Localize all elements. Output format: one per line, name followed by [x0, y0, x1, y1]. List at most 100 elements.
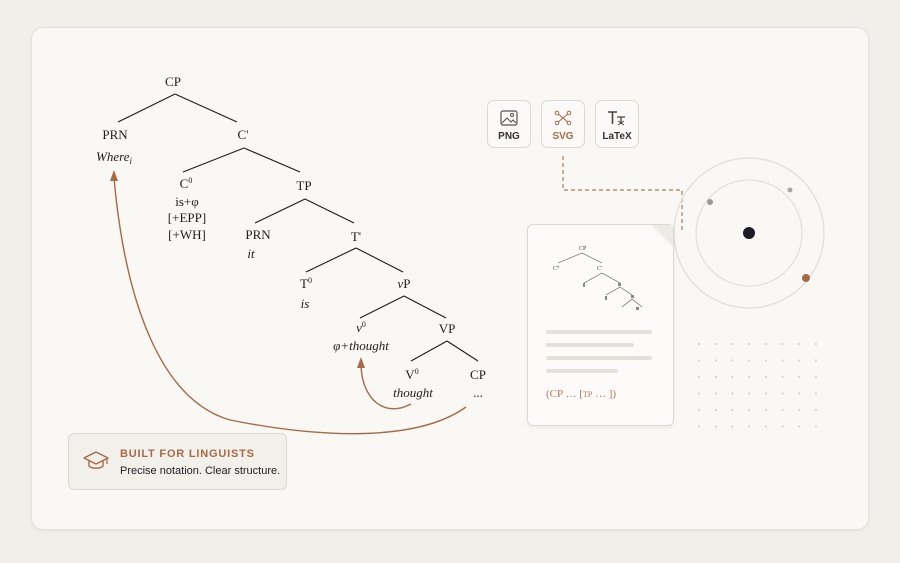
bracket-formula: (CP … [TP … ]) — [546, 388, 617, 400]
grid-dot — [697, 375, 701, 379]
node-V0: V0 — [405, 367, 418, 382]
v0-feature: φ+thought — [333, 338, 389, 353]
grid-dot — [731, 359, 734, 362]
word-is: is — [301, 296, 310, 311]
graduation-cap-icon — [83, 451, 109, 469]
arrow-v-movement — [360, 364, 412, 410]
grid-dot — [814, 375, 818, 379]
grid-dot — [814, 342, 818, 346]
text-line-1 — [546, 330, 652, 334]
badge-subtitle: Precise notation. Clear structure. — [120, 465, 281, 477]
grid-dot — [814, 425, 818, 428]
grid-dot — [764, 392, 767, 395]
grid-dot — [764, 359, 767, 362]
grid-dot — [697, 408, 701, 412]
latex-button[interactable]: LaTeX — [595, 100, 639, 148]
branch-vp-v0 — [359, 295, 405, 319]
node-tbar: T' — [351, 229, 361, 244]
grid-dot — [764, 342, 767, 346]
tex-icon — [608, 111, 625, 126]
grid-dot — [814, 359, 818, 362]
grid-dot — [798, 408, 801, 412]
node-where: Wherei — [96, 149, 132, 166]
grid-dot — [781, 392, 784, 395]
grid-dot — [714, 392, 717, 395]
grid-dot — [748, 425, 751, 428]
orbit-center-dot — [743, 227, 755, 239]
grid-dot — [731, 425, 734, 428]
grid-dot — [697, 392, 701, 395]
grid-dot — [764, 408, 767, 412]
mini-c0: C⁰ — [553, 265, 560, 272]
svg-label: SVG — [552, 131, 574, 142]
text-line-4 — [546, 369, 618, 373]
grid-dot — [798, 342, 801, 346]
branch-cp-cbar — [174, 93, 238, 123]
grid-dot — [781, 342, 784, 346]
mini-tree: CP C⁰ C' — [546, 225, 673, 373]
grid-dot — [748, 408, 751, 412]
c0-feature-3: [+WH] — [168, 227, 206, 242]
grid-dot — [714, 425, 717, 428]
grid-dot — [731, 392, 734, 395]
grid-dot — [714, 359, 717, 362]
c0-feature-1: is+φ — [175, 194, 199, 209]
orbit-dot-accent — [802, 274, 810, 282]
svg-button[interactable]: SVG — [541, 100, 585, 148]
page-fold — [651, 225, 673, 247]
movement-arrows — [110, 170, 467, 435]
node-v0: v0 — [356, 320, 366, 335]
branch-cbar-tp — [243, 147, 301, 173]
grid-dot — [714, 375, 717, 379]
node-cbar: C' — [237, 127, 248, 142]
branch-tbar-t0 — [305, 247, 357, 273]
c0-feature-2: [+EPP] — [168, 210, 206, 225]
dot-grid — [697, 342, 818, 428]
grid-dot — [697, 359, 701, 362]
image-icon — [500, 110, 518, 126]
export-preview-document: CP C⁰ C' (CP … [TP … ]) — [527, 224, 674, 426]
node-little-vp: vP — [397, 276, 410, 291]
grid-dot — [798, 375, 801, 379]
node-prn: PRN — [102, 127, 128, 142]
orbit-dot-small — [787, 187, 793, 193]
png-label: PNG — [498, 131, 520, 142]
orbit-dot-grey — [707, 199, 713, 205]
branch-tp-tbar — [304, 198, 355, 224]
linguists-badge: BUILT FOR LINGUISTS Precise notation. Cl… — [68, 433, 287, 490]
syntax-tree: CP PRN Wherei C' C0 is+φ [+EPP] [+WH] TP… — [96, 74, 486, 400]
grid-dot — [814, 408, 818, 412]
node-prn-it: PRN — [245, 227, 271, 242]
arrowhead-v — [357, 357, 365, 368]
node-ellipsis: ... — [473, 385, 483, 400]
branch-VP-cp — [446, 340, 479, 362]
grid-dot — [764, 425, 767, 428]
grid-dot — [731, 342, 734, 346]
branch-cp-prn — [117, 93, 176, 123]
arrow-wh-movement — [113, 177, 467, 435]
grid-dot — [748, 392, 751, 395]
grid-dot — [781, 408, 784, 412]
grid-dot — [798, 359, 801, 362]
branch-vp-VP — [403, 295, 447, 319]
text-line-2 — [546, 343, 634, 347]
grid-dot — [781, 375, 784, 379]
grid-dot — [714, 342, 717, 346]
branch-VP-V0 — [410, 340, 448, 362]
orbit-outer — [673, 157, 825, 309]
mini-cbar: C' — [597, 266, 602, 272]
word-it: it — [247, 246, 255, 261]
word-thought: thought — [393, 385, 433, 400]
grid-dot — [731, 408, 734, 412]
grid-dot — [764, 375, 767, 379]
vector-nodes-icon — [554, 110, 572, 126]
grid-dot — [748, 342, 751, 346]
png-button[interactable]: PNG — [487, 100, 531, 148]
mini-cp: CP — [579, 246, 587, 252]
grid-dot — [781, 359, 784, 362]
node-cp-low: CP — [470, 367, 486, 382]
node-cp: CP — [165, 74, 181, 89]
export-connector — [562, 156, 683, 232]
grid-dot — [814, 392, 818, 395]
